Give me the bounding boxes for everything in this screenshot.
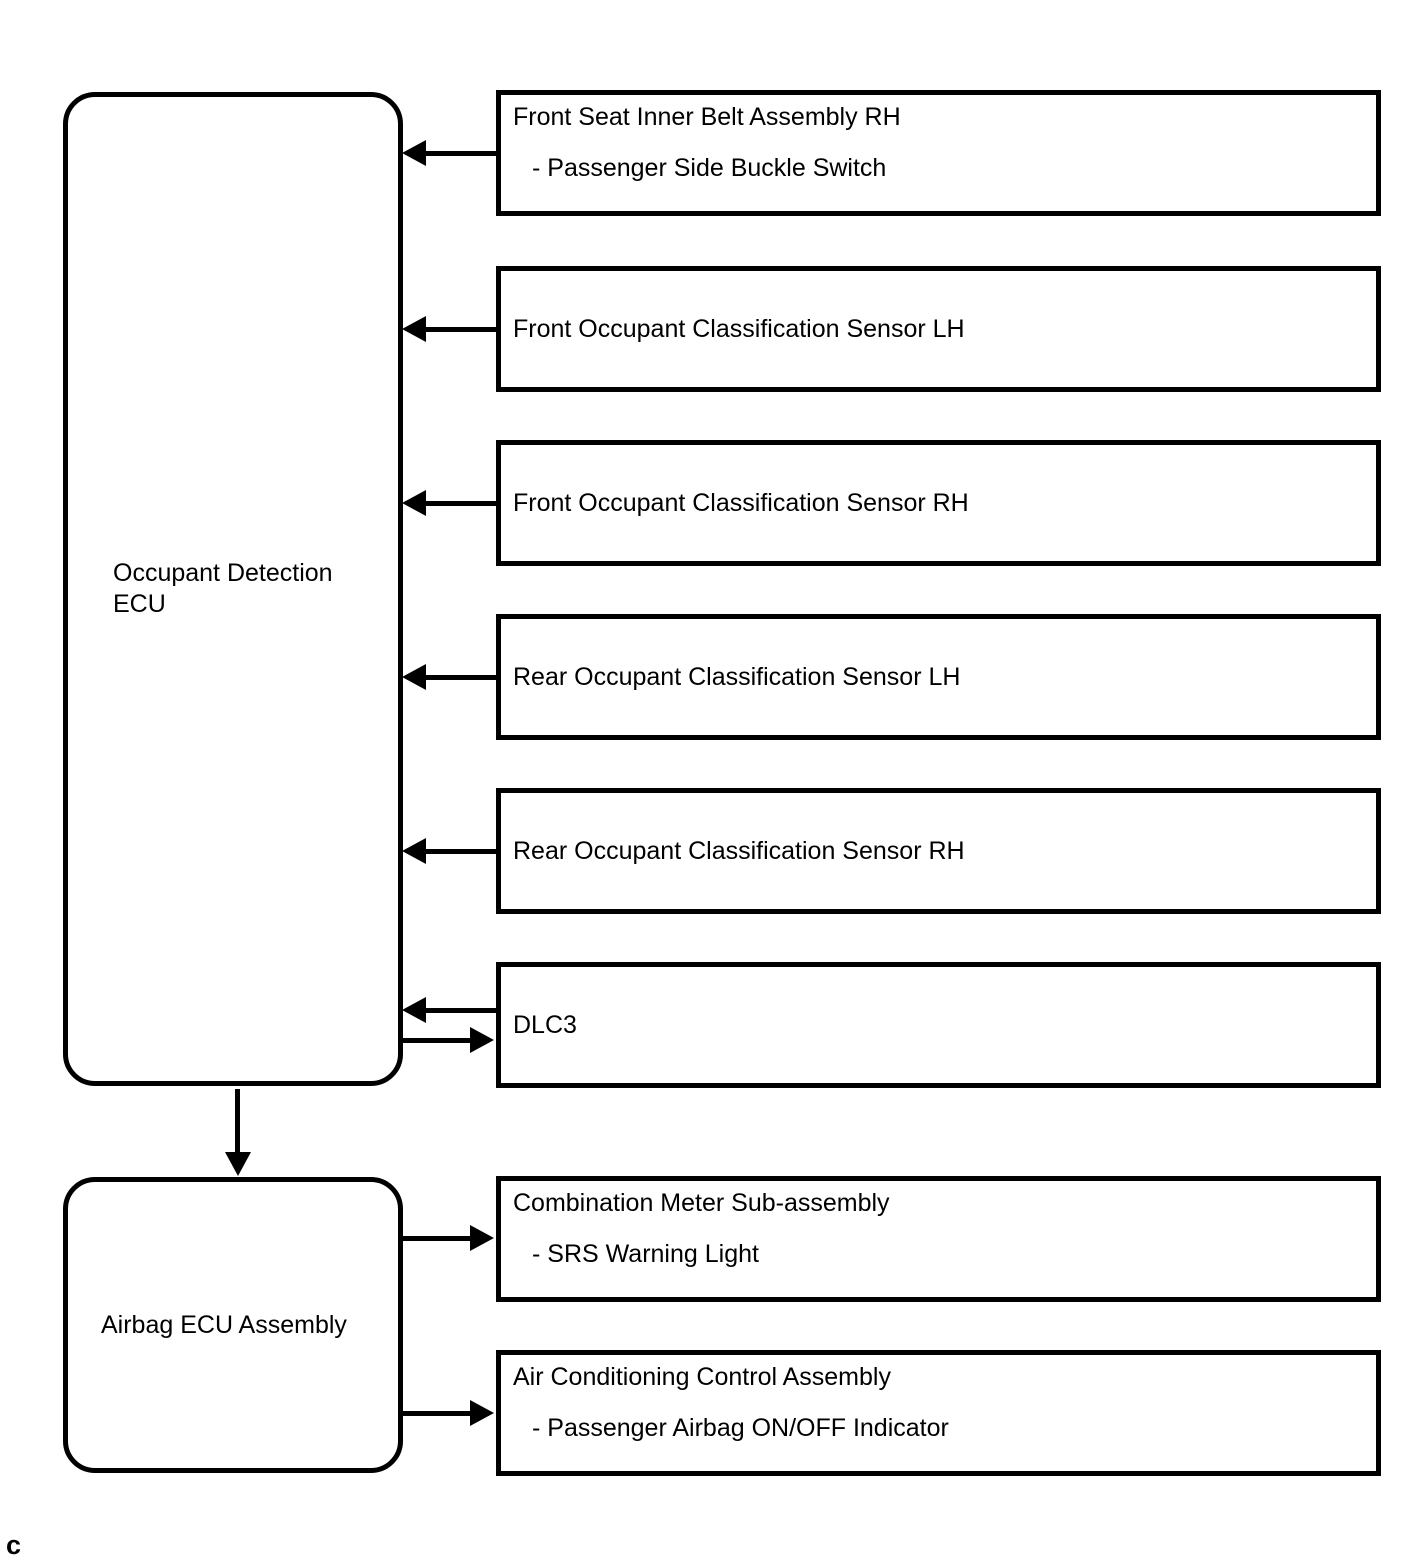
arrowhead-right-icon <box>470 1027 494 1053</box>
occupant-detection-ecu-label: Occupant Detection ECU <box>113 559 333 618</box>
box-combination-meter-sub-assembly: Combination Meter Sub-assembly - SRS War… <box>496 1176 1381 1302</box>
box-rear-occupant-classification-sensor-lh: Rear Occupant Classification Sensor LH <box>496 614 1381 740</box>
arrowhead-right-icon <box>470 1225 494 1251</box>
corner-mark: c <box>6 1530 22 1560</box>
box-dlc3: DLC3 <box>496 962 1381 1088</box>
airbag-ecu-assembly-label: Airbag ECU Assembly <box>101 1310 347 1339</box>
arrowhead-left-icon <box>402 997 426 1023</box>
connector-line <box>424 675 496 680</box>
arrowhead-left-icon <box>402 316 426 342</box>
box-front-seat-inner-belt-assembly-rh: Front Seat Inner Belt Assembly RH - Pass… <box>496 90 1381 216</box>
box-title: Front Seat Inner Belt Assembly RH <box>513 103 901 131</box>
arrowhead-right-icon <box>470 1400 494 1426</box>
box-title: Combination Meter Sub-assembly <box>513 1189 890 1217</box>
box-title: Air Conditioning Control Assembly <box>513 1363 891 1391</box>
connector-line <box>424 501 496 506</box>
box-front-occupant-classification-sensor-rh: Front Occupant Classification Sensor RH <box>496 440 1381 566</box>
connector-line <box>235 1089 240 1153</box>
connector-line <box>401 1411 472 1416</box>
box-title: DLC3 <box>513 1010 577 1039</box>
box-rear-occupant-classification-sensor-rh: Rear Occupant Classification Sensor RH <box>496 788 1381 914</box>
box-title: Rear Occupant Classification Sensor LH <box>513 662 961 691</box>
arrowhead-left-icon <box>402 664 426 690</box>
box-detail: - Passenger Side Buckle Switch <box>532 154 887 182</box>
box-detail: - SRS Warning Light <box>532 1240 759 1268</box>
box-title: Rear Occupant Classification Sensor RH <box>513 836 965 865</box>
connector-line <box>402 1038 472 1043</box>
arrowhead-left-icon <box>402 838 426 864</box>
connector-line <box>401 1236 472 1241</box>
box-title: Front Occupant Classification Sensor LH <box>513 314 965 343</box>
airbag-ecu-assembly-node: Airbag ECU Assembly <box>63 1177 403 1473</box>
box-title: Front Occupant Classification Sensor RH <box>513 488 969 517</box>
arrowhead-down-icon <box>225 1152 251 1176</box>
connector-line <box>424 1008 496 1013</box>
box-air-conditioning-control-assembly: Air Conditioning Control Assembly - Pass… <box>496 1350 1381 1476</box>
connector-line <box>424 849 496 854</box>
box-detail: - Passenger Airbag ON/OFF Indicator <box>532 1414 949 1442</box>
connector-line <box>424 151 496 156</box>
arrowhead-left-icon <box>402 140 426 166</box>
occupant-detection-ecu-node: Occupant Detection ECU <box>63 92 403 1086</box>
box-front-occupant-classification-sensor-lh: Front Occupant Classification Sensor LH <box>496 266 1381 392</box>
connector-line <box>424 327 496 332</box>
arrowhead-left-icon <box>402 490 426 516</box>
